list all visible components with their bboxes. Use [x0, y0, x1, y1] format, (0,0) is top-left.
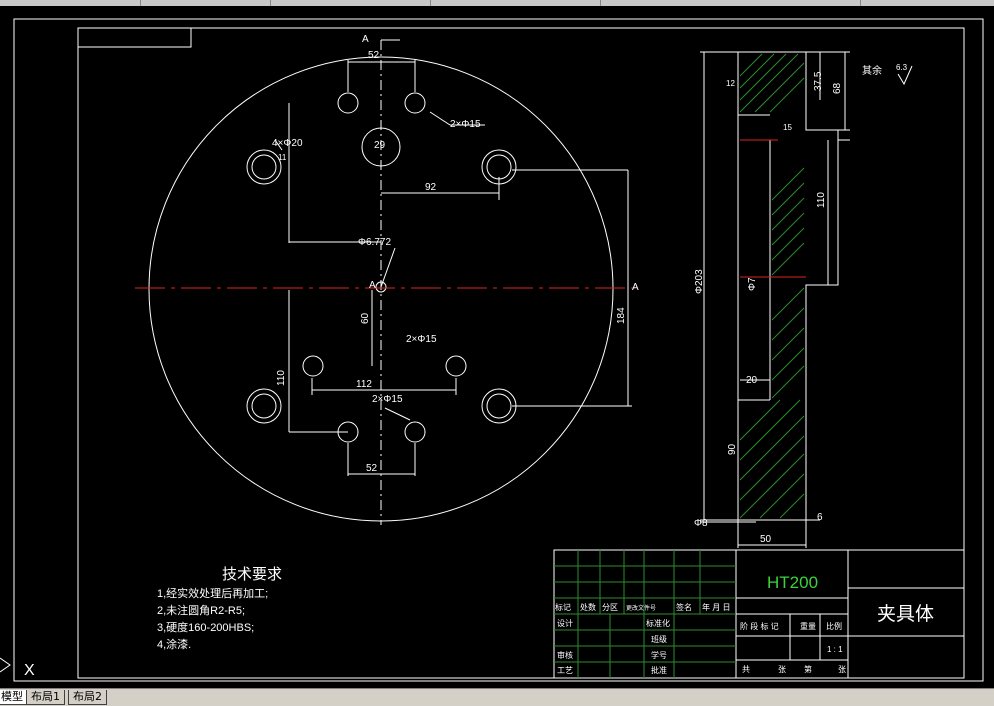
- dim-52-bot: 52: [366, 463, 378, 474]
- dim-60: 60: [360, 312, 371, 324]
- tb-sheet-total: 共: [742, 665, 750, 674]
- dim-2x15-bot: 2×Φ15: [372, 394, 403, 405]
- cad-drawing-canvas[interactable]: A 52 2×Φ15 4×Φ20 11 29 92 Φ6.772 A A 184…: [0, 6, 994, 688]
- tb-approve: 批准: [651, 665, 667, 675]
- dim-29: 29: [374, 140, 386, 151]
- tech-item-2: 2,未注圆角R2-R5;: [157, 603, 245, 617]
- tb-class: 班级: [651, 634, 667, 644]
- dim-8: Φ8: [694, 518, 708, 529]
- dim-2x15-mid: 2×Φ15: [406, 334, 437, 345]
- dim-15: 15: [783, 123, 792, 132]
- dim-68: 68: [832, 82, 843, 94]
- section-hatching: [739, 53, 805, 519]
- tb-row-label-5: 签名: [676, 602, 692, 612]
- tb-student-id: 学号: [651, 650, 667, 660]
- tab-layout1[interactable]: 布局1: [26, 690, 65, 705]
- roughness-value: 6.3: [896, 63, 908, 72]
- section-label-center: A: [369, 280, 376, 291]
- tb-row-label-2: 处数: [580, 602, 596, 612]
- tb-sheet-number: 第: [804, 664, 812, 674]
- roughness-symbol: [897, 65, 913, 86]
- tb-row-label-1: 标记: [555, 602, 571, 612]
- tab-model[interactable]: 模型: [0, 690, 28, 705]
- dim-52-top: 52: [368, 50, 380, 61]
- ucs-icon: X: [0, 657, 35, 679]
- dim-6772: Φ6.772: [358, 237, 391, 248]
- tb-process: 工艺: [557, 666, 573, 675]
- dim-50: 50: [760, 534, 772, 545]
- part-name: 夹具体: [877, 603, 934, 625]
- dim-184: 184: [616, 307, 627, 324]
- dim-2x15-top: 2×Φ15: [450, 119, 481, 130]
- side-section-view: [700, 51, 850, 548]
- dim-92: 92: [425, 182, 437, 193]
- toolbar-strip: [0, 0, 994, 6]
- tb-stage: 阶 段 标 记: [740, 621, 779, 631]
- plate-dimensions: [274, 60, 632, 476]
- dim-203: Φ203: [694, 269, 705, 294]
- dim-20: 20: [746, 375, 758, 386]
- dim-110-right: 110: [816, 192, 827, 208]
- material-label: HT200: [767, 573, 818, 592]
- tech-item-4: 4,涂漆.: [157, 637, 191, 651]
- roughness-note: 其余: [862, 64, 882, 77]
- tb-review: 审核: [557, 650, 573, 660]
- ucs-x-label: X: [24, 662, 35, 679]
- tech-title: 技术要求: [222, 566, 282, 583]
- tb-scale-value: 1 : 1: [827, 645, 843, 654]
- dim-7: Φ7: [747, 277, 758, 291]
- tb-row-label-3: 分区: [602, 603, 618, 612]
- dim-11: 11: [278, 153, 287, 162]
- dim-4x20: 4×Φ20: [272, 138, 303, 149]
- corner-box: [77, 27, 192, 48]
- dim-110-left: 110: [276, 370, 287, 386]
- dim-112: 112: [356, 379, 372, 390]
- tb-scale-label: 比例: [826, 621, 842, 631]
- tb-sheet-unit-1: 张: [778, 665, 786, 674]
- tb-weight: 重量: [800, 621, 816, 631]
- dim-6: 6: [817, 512, 823, 523]
- tb-row-label-6: 年 月 日: [702, 602, 730, 612]
- layout-tabs: 模型 布局1 布局2: [0, 688, 994, 706]
- tab-layout2[interactable]: 布局2: [68, 690, 107, 705]
- dim-90: 90: [727, 443, 738, 455]
- tech-item-1: 1,经实效处理后再加工;: [157, 586, 268, 600]
- tb-standard: 标准化: [646, 618, 670, 628]
- dim-12: 12: [726, 79, 735, 88]
- dim-37-5: 37.5: [813, 71, 824, 91]
- tb-design: 设计: [557, 618, 573, 628]
- tb-sheet-unit-2: 张: [838, 665, 846, 674]
- section-label-right: A: [632, 282, 639, 293]
- outer-frame: [13, 18, 984, 682]
- section-label-top: A: [362, 34, 369, 45]
- tb-row-label-4: 更改文件号: [626, 604, 656, 612]
- title-block-grid: [554, 550, 736, 678]
- tech-item-3: 3,硬度160-200HBS;: [157, 620, 254, 634]
- inner-frame: [77, 27, 965, 679]
